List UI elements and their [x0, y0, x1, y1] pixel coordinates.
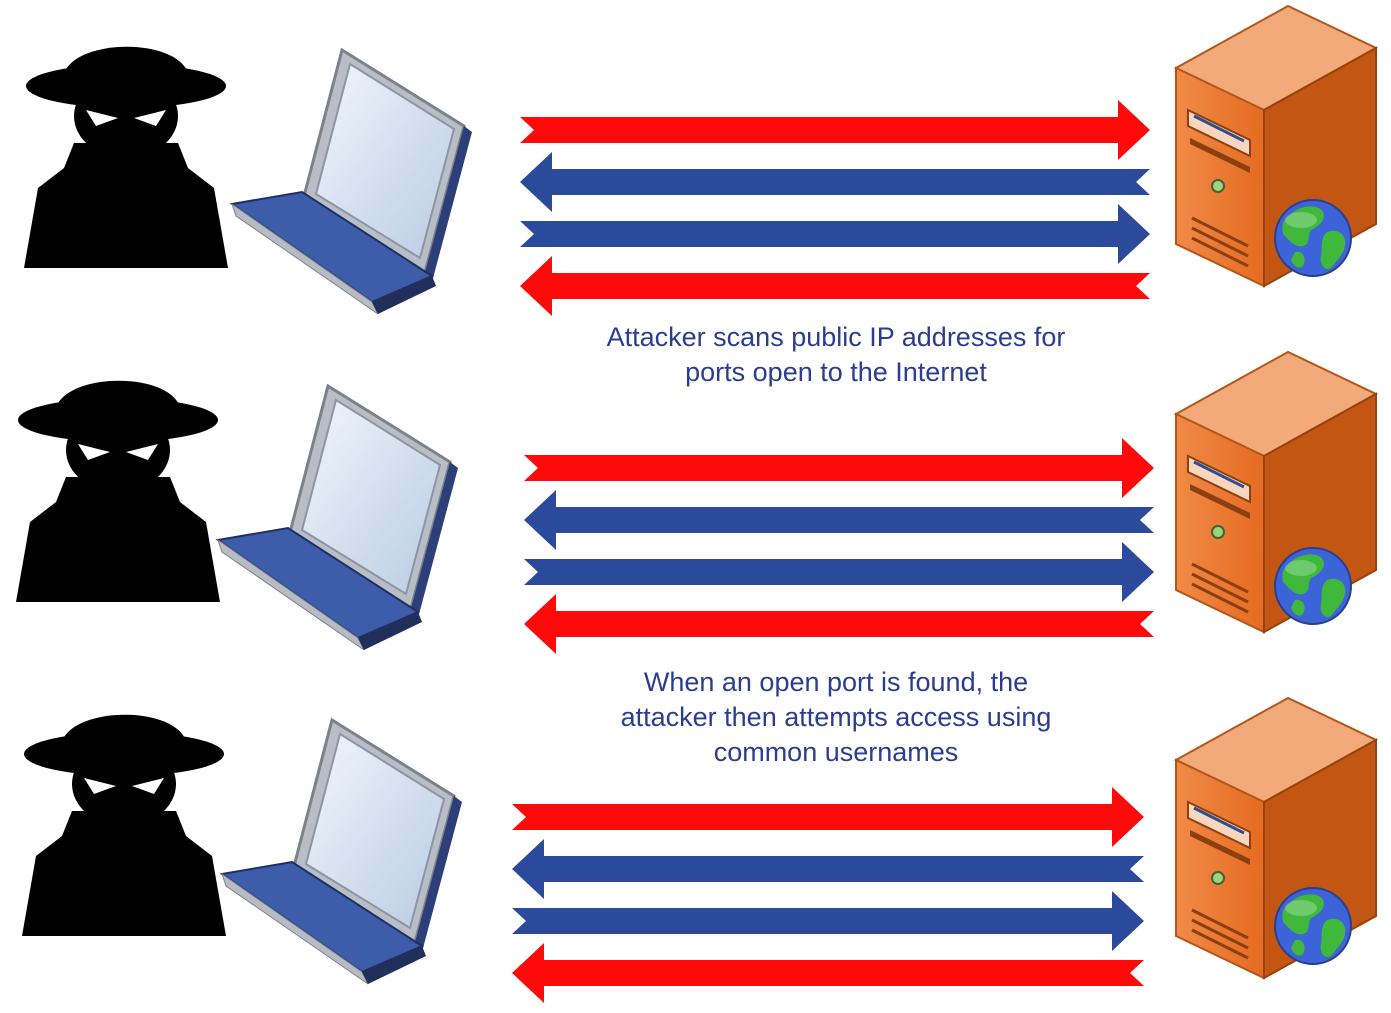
scan-caption: Attacker scans public IP addresses for p…: [606, 322, 1066, 387]
blue-arrow-right: [512, 891, 1144, 951]
laptop-icon: [216, 384, 460, 652]
attacker-icon: [22, 714, 226, 936]
laptop-icon: [220, 718, 464, 986]
red-arrow-right: [524, 438, 1154, 498]
blue-arrow-left: [520, 152, 1150, 212]
blue-arrow-right: [524, 542, 1154, 602]
red-arrow-left: [512, 943, 1144, 1003]
blue-arrow-left: [512, 839, 1144, 899]
blue-arrow-right: [520, 204, 1150, 264]
laptop-icon: [230, 48, 474, 316]
red-arrow-right: [520, 100, 1150, 160]
attacker-icon: [16, 380, 220, 602]
attacker-icon: [24, 46, 228, 268]
access-caption: When an open port is found, the attacker…: [620, 667, 1052, 767]
globe-icon: [1274, 887, 1352, 965]
globe-icon: [1274, 199, 1352, 277]
blue-arrow-left: [524, 490, 1154, 550]
red-arrow-left: [524, 594, 1154, 654]
red-arrow-left: [520, 256, 1150, 316]
red-arrow-right: [512, 787, 1144, 847]
globe-icon: [1274, 547, 1352, 625]
arrows-layer: [512, 100, 1154, 1003]
